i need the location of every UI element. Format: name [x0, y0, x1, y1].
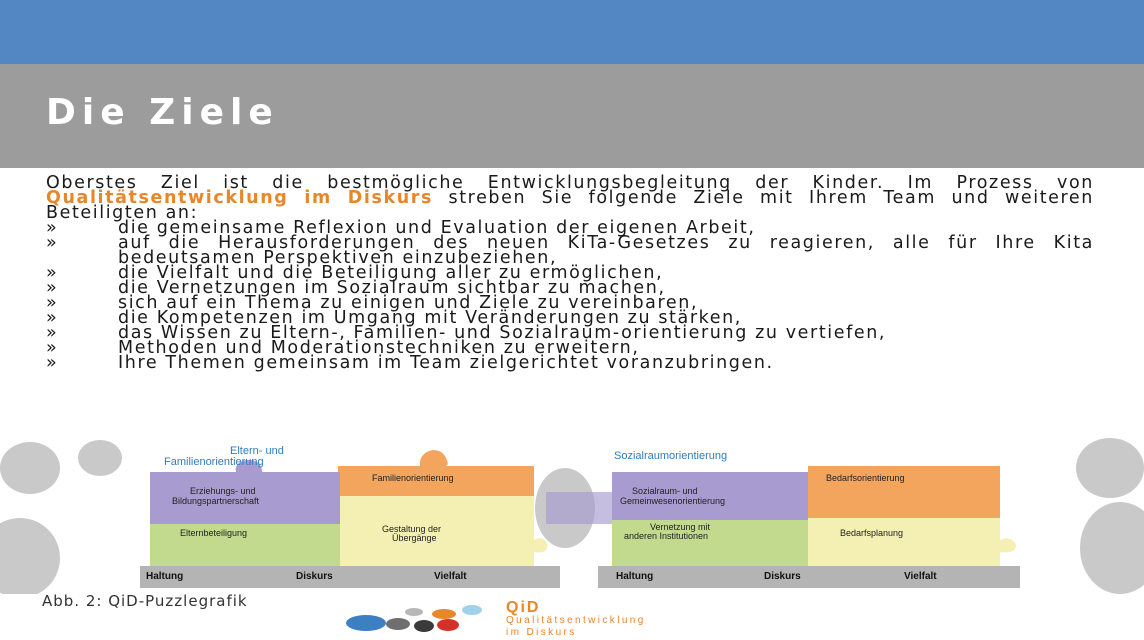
list-item-text: die gemeinsame Reflexion und Evaluation …	[118, 218, 756, 238]
piece-familienorientierung	[338, 450, 534, 498]
figure-caption: Abb. 2: QiD-Puzzlegrafik	[42, 592, 248, 610]
puzzle-graphic: Eltern- und Familienorientierung Sozialr…	[0, 428, 1144, 594]
piece-vernetzung	[612, 520, 808, 572]
bullet-mark: »	[46, 353, 59, 373]
piece-sozialraum	[612, 472, 808, 524]
piece-elternbeteiligung	[150, 524, 344, 566]
label-bedarfsplanung: Bedarfsplanung	[840, 528, 903, 538]
list-item: » auf die Herausforderungen des neuen KiT…	[46, 233, 1094, 268]
label-diskurs-right: Diskurs	[764, 571, 801, 582]
list-item: » die Vernetzungen im Sozialraum sichtbar…	[46, 278, 1094, 298]
puzzle-right	[546, 466, 1020, 588]
list-item-text: sich auf ein Thema zu einigen und Ziele …	[118, 293, 699, 313]
label-vielfalt-right: Vielfalt	[904, 571, 937, 582]
intro-text-2: streben Sie folgende Ziele mit Ihrem Tea…	[46, 188, 1094, 223]
bullet-mark: »	[46, 278, 59, 298]
label-bildungspartnerschaft: Bildungspartnerschaft	[172, 496, 260, 506]
header-top-band	[0, 0, 1144, 64]
figures-background	[0, 438, 1144, 594]
piece-base-right	[598, 566, 1020, 588]
list-item-text: die Vernetzungen im Sozialraum sichtbar …	[118, 278, 666, 298]
bullet-mark: »	[46, 233, 59, 253]
qid-logo: QiD Qualitätsentwicklung im Diskurs	[506, 600, 646, 639]
bullet-mark: »	[46, 338, 59, 358]
label-haltung-left: Haltung	[146, 571, 183, 582]
logo-line1: Qualitätsentwicklung	[506, 615, 646, 626]
label-vielfalt-left: Vielfalt	[434, 571, 467, 582]
label-elternbeteiligung: Elternbeteiligung	[180, 528, 247, 538]
logo-line2: im Diskurs	[506, 627, 577, 638]
list-item: » die Vielfalt und die Beteiligung aller …	[46, 263, 1094, 283]
goal-list: » die gemeinsame Reflexion und Evaluation…	[46, 218, 1094, 373]
intro-text-1: Oberstes Ziel ist die bestmögliche Entwi…	[46, 173, 1094, 193]
label-erziehungs: Erziehungs- und	[190, 486, 256, 496]
list-item-text: die Vielfalt und die Beteiligung aller z…	[118, 263, 664, 283]
list-item: » die gemeinsame Reflexion und Evaluation…	[46, 218, 1094, 238]
logo-brand: QiD	[506, 599, 541, 616]
label-sozialraum: Sozialraum- und	[632, 486, 698, 496]
label-haltung-right: Haltung	[616, 571, 653, 582]
piece-gestaltung	[340, 496, 534, 574]
piece-left-gap	[546, 492, 612, 524]
list-item-text: auf die Herausforderungen des neuen KiTa…	[118, 233, 1094, 268]
puzzle-left	[140, 450, 560, 588]
intro-highlight: Qualitätsentwicklung im Diskurs	[46, 188, 434, 208]
body-text: Oberstes Ziel ist die bestmögliche Entwi…	[46, 173, 1094, 373]
list-item-text: die Kompetenzen im Umgang mit Veränderun…	[118, 308, 742, 328]
piece-bedarfsorientierung	[808, 466, 1000, 522]
list-item: » das Wissen zu Eltern-, Familien- und So…	[46, 323, 1094, 343]
list-item-text: Ihre Themen gemeinsam im Team zielgerich…	[118, 353, 774, 373]
page-title: Die Ziele	[46, 92, 279, 133]
label-familienorientierung: Familienorientierung	[372, 473, 454, 483]
list-item: » Methoden und Moderationstechniken zu er…	[46, 338, 1094, 358]
label-bedarfsorientierung: Bedarfsorientierung	[826, 473, 905, 483]
piece-bedarfsplanung	[808, 518, 1000, 574]
label-gemeinwesen: Gemeinwesenorientierung	[620, 496, 725, 506]
intro-paragraph: Oberstes Ziel ist die bestmögliche Entwi…	[46, 173, 1094, 223]
list-item-text: das Wissen zu Eltern-, Familien- und Soz…	[118, 323, 887, 343]
label-vernetzung: Vernetzung mit	[650, 522, 711, 532]
piece-left-knob	[534, 538, 548, 553]
piece-base-left	[140, 566, 560, 588]
piece-erziehungspartnerschaft	[150, 459, 340, 528]
bullet-mark: »	[46, 308, 59, 328]
bullet-mark: »	[46, 293, 59, 313]
label-gestaltung: Gestaltung der	[382, 524, 441, 534]
list-item: » Ihre Themen gemeinsam im Team zielgeric…	[46, 353, 1094, 373]
header-title-band	[0, 64, 1144, 168]
heading-left-line2: Familienorientierung	[164, 456, 264, 468]
heading-left-line1: Eltern- und	[230, 445, 284, 457]
puzzle-svg: Eltern- und Familienorientierung Sozialr…	[0, 438, 1144, 594]
piece-right-knob	[1000, 538, 1016, 553]
label-uebergaenge: Übergänge	[392, 533, 437, 543]
label-diskurs-left: Diskurs	[296, 571, 333, 582]
label-institutionen: anderen Institutionen	[624, 531, 708, 541]
bullet-mark: »	[46, 218, 59, 238]
heading-right: Sozialraumorientierung	[614, 450, 727, 462]
list-item: » die Kompetenzen im Umgang mit Veränderu…	[46, 308, 1094, 328]
bullet-mark: »	[46, 323, 59, 343]
bullet-mark: »	[46, 263, 59, 283]
list-item-text: Methoden und Moderationstechniken zu erw…	[118, 338, 640, 358]
list-item: » sich auf ein Thema zu einigen und Ziele…	[46, 293, 1094, 313]
qid-logo-dots-icon	[346, 605, 482, 632]
